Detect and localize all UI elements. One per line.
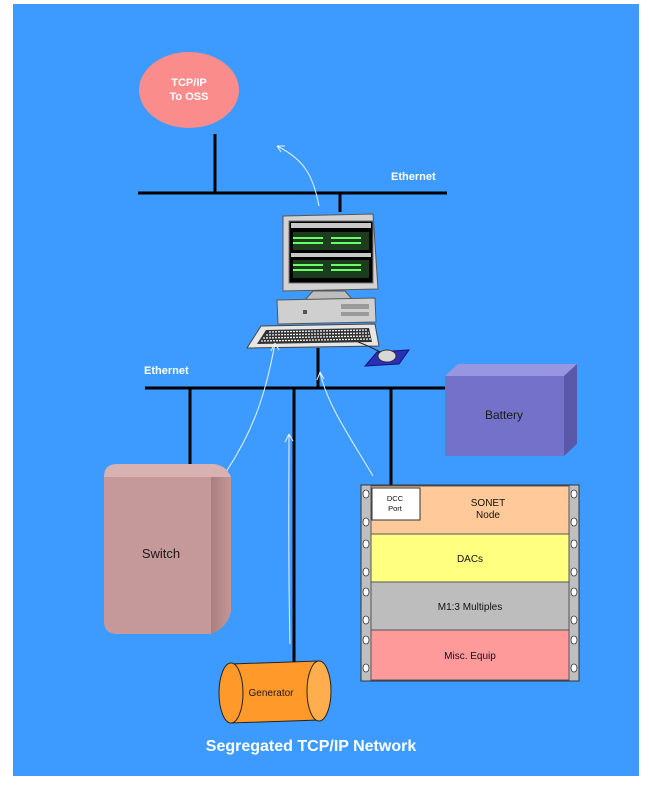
rack-mounting-holes xyxy=(362,489,578,673)
rack-unit-multiples: M1:3 Multiples xyxy=(370,581,570,631)
equipment-rack: SONET Node DCC Port DACs M1:3 Multiples … xyxy=(360,484,580,682)
monitor xyxy=(282,213,379,301)
ethernet-top-label: Ethernet xyxy=(391,171,436,183)
diagram-canvas: TCP/IP To OSS Ethernet xyxy=(13,4,639,776)
workstation xyxy=(246,213,411,367)
generator: Generator xyxy=(218,660,332,724)
oss-label-line2: To OSS xyxy=(170,91,209,103)
dcc-port-label-line2: Port xyxy=(388,504,403,513)
mouse xyxy=(357,341,411,367)
battery-label: Battery xyxy=(485,408,523,422)
switch: Switch xyxy=(104,464,231,634)
flow-arrow-switch xyxy=(225,342,276,473)
rack-unit-dacs: DACs xyxy=(370,533,570,583)
dcc-port: DCC Port xyxy=(371,487,421,521)
rack-unit-label-1a: SONET xyxy=(471,498,505,509)
ethernet-bus-top: Ethernet xyxy=(138,134,447,212)
flow-arrow-generator xyxy=(288,433,291,645)
battery: Battery xyxy=(445,364,577,456)
rack-unit-label-1b: Node xyxy=(476,510,500,521)
rack-unit-label-2: DACs xyxy=(457,554,483,565)
switch-label: Switch xyxy=(142,546,180,561)
flow-arrow-sonet xyxy=(319,371,374,477)
ethernet-bus-bottom: Ethernet xyxy=(144,348,445,664)
flow-arrow-to-oss xyxy=(276,145,320,207)
system-unit xyxy=(276,297,377,325)
network-diagram: TCP/IP To OSS Ethernet xyxy=(13,4,639,776)
oss-label-line1: TCP/IP xyxy=(171,77,206,89)
generator-label: Generator xyxy=(248,688,294,699)
keyboard xyxy=(246,323,380,349)
diagram-title: Segregated TCP/IP Network xyxy=(206,738,417,755)
oss-node: TCP/IP To OSS xyxy=(139,52,239,128)
rack-unit-label-3: M1:3 Multiples xyxy=(438,602,502,613)
rack-unit-label-4: Misc. Equip xyxy=(444,651,496,662)
dcc-port-label-line1: DCC xyxy=(387,494,404,503)
rack-unit-misc-equip: Misc. Equip xyxy=(370,629,570,681)
ethernet-bottom-label: Ethernet xyxy=(144,365,189,377)
